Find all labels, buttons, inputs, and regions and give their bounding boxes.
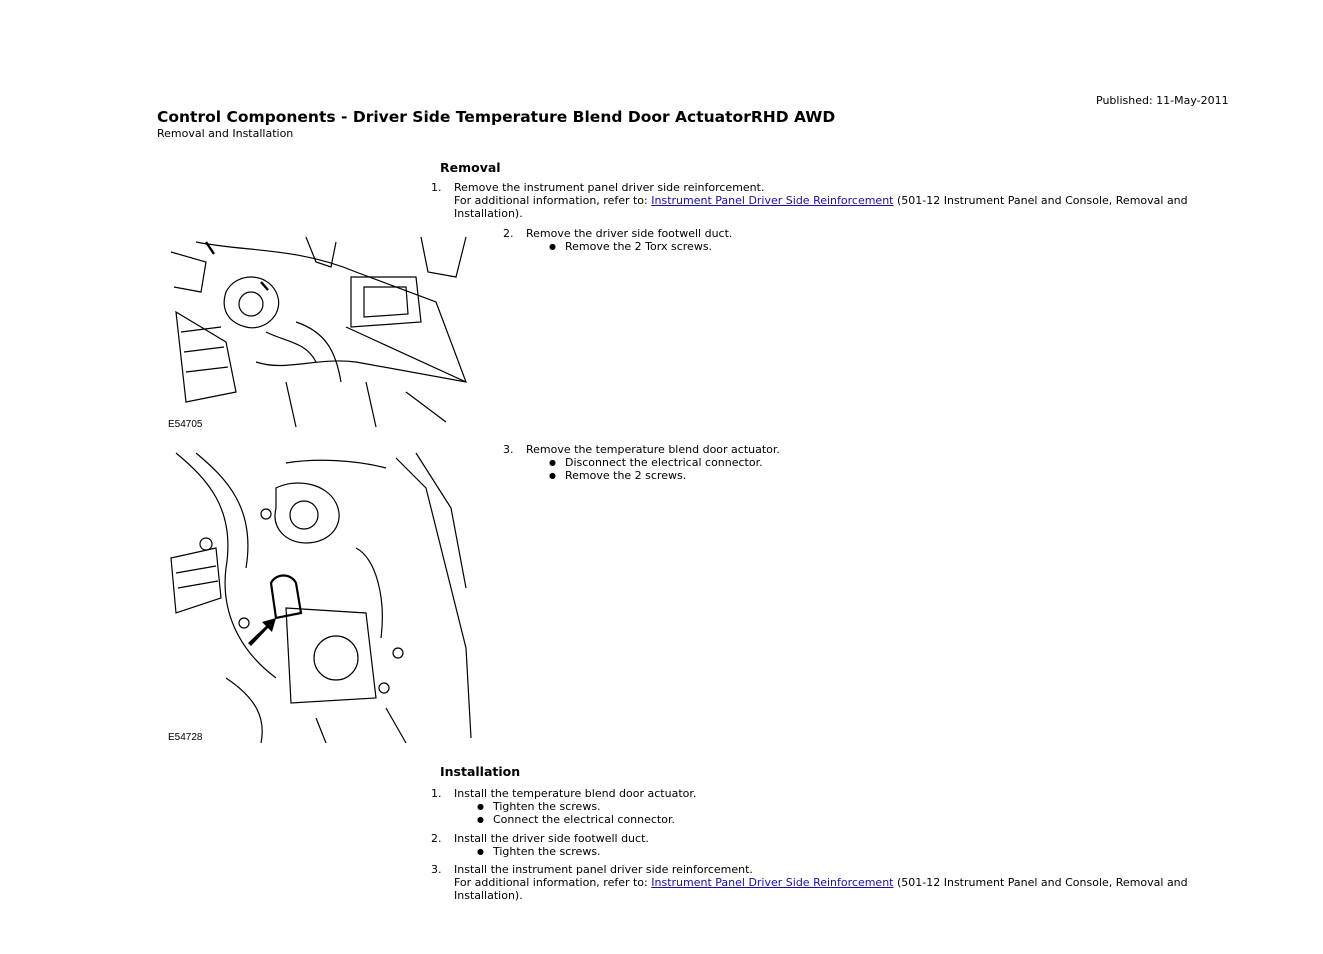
connector-arrow-icon [248, 618, 276, 646]
removal-heading: Removal [440, 160, 501, 175]
page-title: Control Components - Driver Side Tempera… [157, 108, 836, 126]
removal-step1-reference: For additional information, refer to: In… [454, 194, 1194, 207]
page-subtitle: Removal and Installation [157, 127, 294, 140]
installation-step2-bullet-1: Tighten the screws. [477, 845, 601, 858]
removal-step2-bullet-1: Remove the 2 Torx screws. [549, 240, 712, 253]
reference-suffix-line2: Installation). [454, 889, 523, 902]
published-date: Published: 11-May-2011 [1096, 94, 1229, 107]
installation-step3-reference: For additional information, refer to: In… [454, 876, 1194, 889]
installation-step2-number: 2. [431, 832, 442, 845]
reference-prefix: For additional information, refer to: [454, 194, 652, 207]
installation-step3-number: 3. [431, 863, 442, 876]
installation-heading: Installation [440, 764, 521, 779]
figure-e54728: E54728 [166, 448, 476, 744]
footwell-duct-illustration: E54705 [168, 236, 467, 430]
installation-step3-text: Install the instrument panel driver side… [454, 863, 753, 876]
instrument-panel-reinforcement-link[interactable]: Instrument Panel Driver Side Reinforceme… [651, 876, 894, 889]
removal-step2-number: 2. [503, 227, 514, 240]
reference-suffix: (501-12 Instrument Panel and Console, Re… [893, 876, 1188, 889]
reference-prefix: For additional information, refer to: [454, 876, 652, 889]
blend-door-actuator-illustration: E54728 [168, 452, 472, 744]
removal-step1: Remove the instrument panel driver side … [454, 181, 1194, 220]
figure-label-e54705: E54705 [168, 419, 203, 430]
instrument-panel-reinforcement-link[interactable]: Instrument Panel Driver Side Reinforceme… [651, 194, 894, 207]
installation-step2-text: Install the driver side footwell duct. [454, 832, 649, 845]
figure-label-e54728: E54728 [168, 732, 203, 743]
removal-step1-text: Remove the instrument panel driver side … [454, 181, 765, 194]
removal-step3-number: 3. [503, 443, 514, 456]
figure-e54705: E54705 [166, 232, 476, 432]
installation-step1-bullet-2: Connect the electrical connector. [477, 813, 675, 826]
removal-step3-bullet-1: Disconnect the electrical connector. [549, 456, 763, 469]
installation-step3: Install the instrument panel driver side… [454, 863, 1194, 902]
removal-step1-number: 1. [431, 181, 442, 194]
removal-step3-text: Remove the temperature blend door actuat… [526, 443, 780, 456]
installation-step1-bullet-1: Tighten the screws. [477, 800, 601, 813]
installation-step1-number: 1. [431, 787, 442, 800]
reference-suffix-line2: Installation). [454, 207, 523, 220]
removal-step2-text: Remove the driver side footwell duct. [526, 227, 733, 240]
removal-step3-bullet-2: Remove the 2 screws. [549, 469, 686, 482]
installation-step1-text: Install the temperature blend door actua… [454, 787, 697, 800]
reference-suffix: (501-12 Instrument Panel and Console, Re… [893, 194, 1188, 207]
